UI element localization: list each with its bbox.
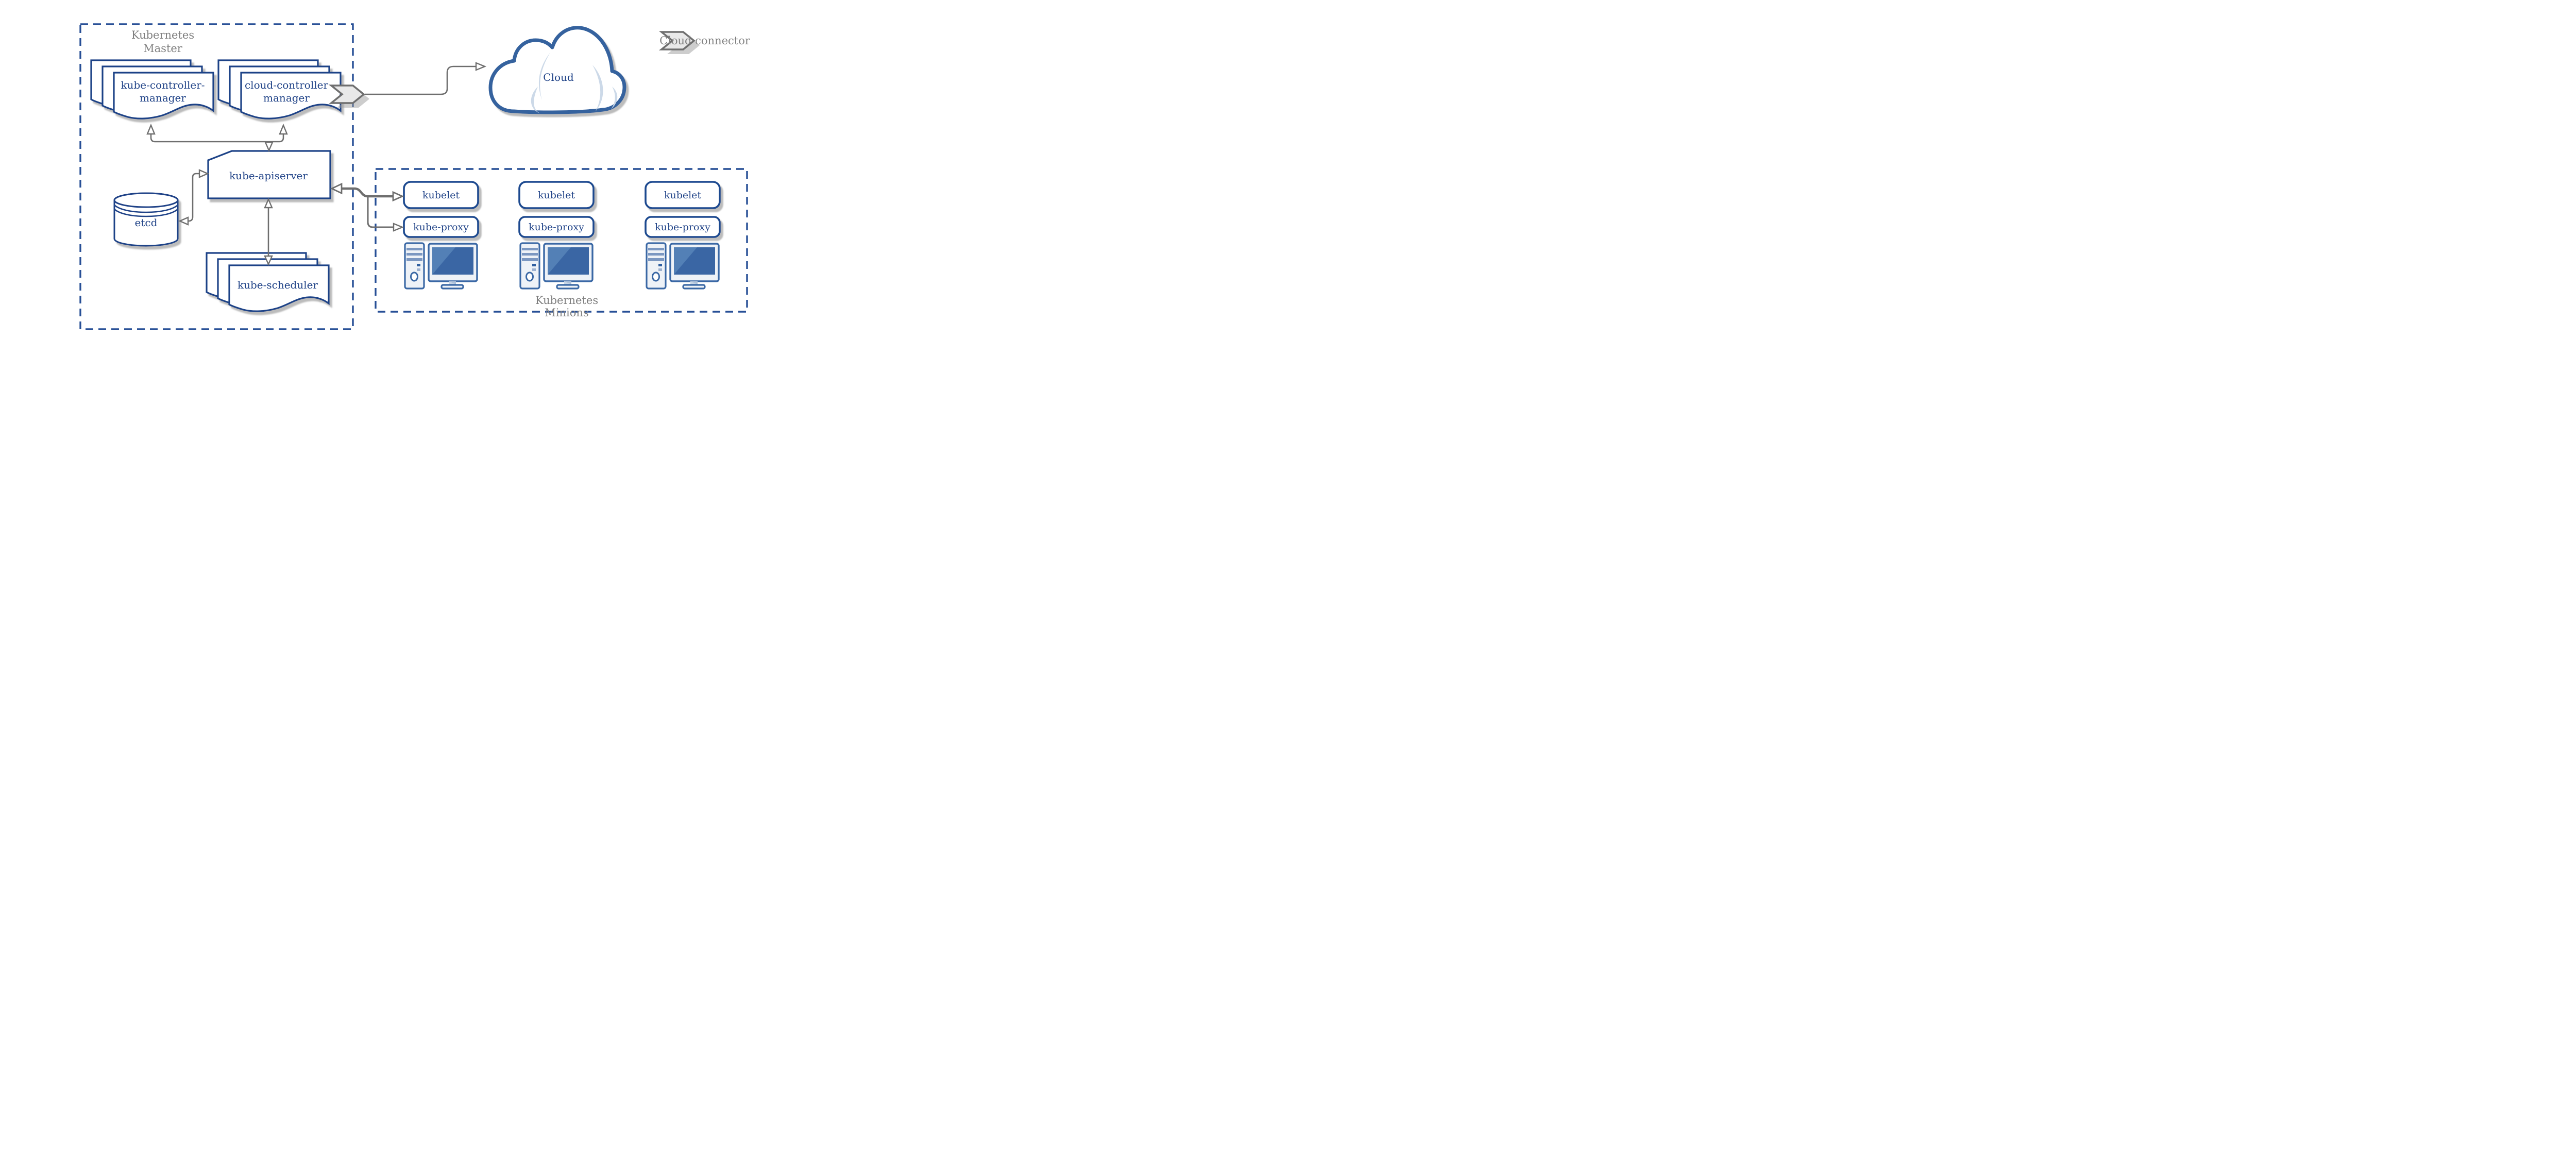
kubernetes-master-boundary — [79, 23, 354, 330]
arrowhead-left-icon — [178, 216, 189, 226]
master-label-line2: Master — [143, 42, 183, 55]
kube-proxy-box — [403, 216, 479, 238]
kubernetes-minions-boundary — [375, 168, 748, 313]
minions-label-line1: Kubernetes — [535, 294, 598, 307]
cloud-controller-manager-label-line1: cloud-controller — [245, 79, 328, 91]
cloud-highlight — [592, 65, 603, 111]
connector-line — [340, 187, 394, 198]
arrowhead-right-icon — [475, 62, 487, 71]
minions-label-line2: Minions — [545, 307, 588, 319]
connector-apiserver-scheduler — [264, 198, 273, 266]
master-label-line1: Kubernetes — [131, 29, 194, 41]
etcd-label: etcd — [135, 216, 158, 229]
kubelet-label: kubelet — [664, 190, 701, 201]
kube-controller-manager-label-line1: kube-controller- — [121, 79, 205, 91]
diagram-canvas: Kubernetes Master kube-controller- manag… — [79, 23, 751, 330]
connector-line — [365, 65, 476, 95]
connector-line — [367, 196, 395, 228]
legend-cloud-connector: Cloud connector — [659, 31, 751, 55]
legend-label: Cloud connector — [659, 35, 751, 47]
kube-apiserver-label: kube-apiserver — [229, 169, 308, 182]
node-kube-controller-manager: kube-controller- manager — [90, 59, 214, 120]
kube-proxy-box — [518, 216, 595, 238]
kube-proxy-label: kube-proxy — [529, 222, 584, 233]
node-kube-apiserver: kube-apiserver — [207, 150, 331, 199]
kube-controller-manager-label-line2: manager — [140, 92, 186, 104]
kube-scheduler-label: kube-scheduler — [238, 279, 318, 291]
connector-apiserver-kubelet — [330, 182, 404, 202]
arrowhead-down-icon — [264, 141, 274, 152]
etcd-ring — [114, 208, 178, 217]
cloud-controller-manager-label-line2: manager — [263, 92, 310, 104]
minion-column-1: kubelet kube-proxy — [403, 181, 479, 290]
node-etcd: etcd — [113, 192, 179, 247]
arrowhead-up-icon — [146, 123, 156, 135]
connector-apiserver-etcd — [178, 169, 209, 226]
minion-column-2: kubelet kube-proxy — [518, 181, 595, 290]
computer-icon — [646, 242, 720, 290]
diagram-page: { "master": { "label_line1": "Kubernetes… — [0, 0, 800, 346]
kube-proxy-label: kube-proxy — [655, 222, 710, 233]
arrowhead-down-icon — [264, 255, 273, 266]
arrowhead-up-icon — [279, 123, 288, 135]
connector-apiserver-kube-proxy — [367, 196, 404, 232]
node-cloud-controller-manager: cloud-controller manager — [217, 59, 342, 120]
connector-line — [150, 133, 284, 143]
cloud-label: Cloud — [543, 71, 574, 83]
arrowhead-left-icon — [330, 182, 343, 195]
cloud-highlight — [538, 53, 550, 100]
kubelet-label: kubelet — [538, 190, 575, 201]
connector-chevron-cloud — [365, 62, 487, 95]
cloud-highlight — [531, 87, 540, 113]
arrowhead-right-icon — [392, 191, 404, 202]
cloud-shape — [488, 26, 626, 114]
arrowhead-right-icon — [393, 223, 404, 232]
kubelet-label: kubelet — [422, 190, 460, 201]
kubelet-box — [518, 181, 595, 209]
arrowhead-up-icon — [264, 198, 273, 209]
node-cloud: Cloud — [488, 26, 626, 114]
kubelet-box — [403, 181, 479, 209]
kube-proxy-box — [645, 216, 721, 238]
apiserver-shape — [207, 150, 331, 199]
etcd-ring — [114, 204, 178, 213]
connector-line — [187, 173, 200, 222]
etcd-cylinder-top — [113, 192, 179, 208]
connector-controllers-apiserver — [146, 123, 288, 152]
arrowhead-right-icon — [198, 169, 209, 178]
minion-column-3: kubelet kube-proxy — [645, 181, 721, 290]
node-kube-scheduler: kube-scheduler — [206, 252, 330, 312]
computer-icon — [519, 242, 594, 290]
kubelet-box — [645, 181, 721, 209]
computer-icon — [404, 242, 478, 290]
kube-proxy-label: kube-proxy — [413, 222, 469, 233]
cloud-highlight — [611, 87, 618, 109]
